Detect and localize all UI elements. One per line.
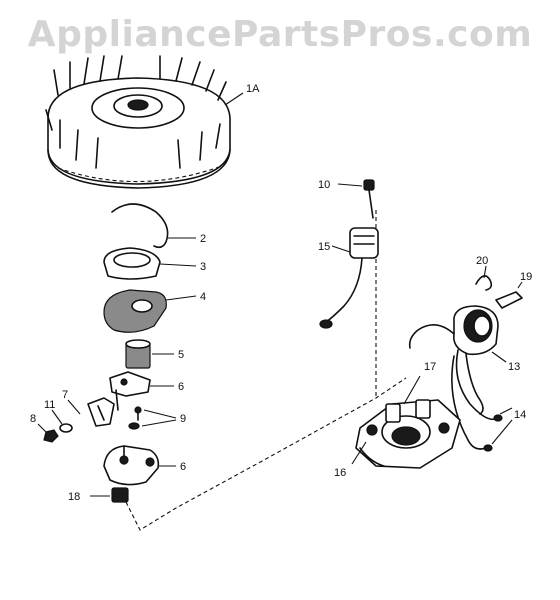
part-19-tab[interactable] (495, 291, 523, 309)
callout-13: 13 (508, 361, 520, 373)
part-6-breaker-arm[interactable] (109, 371, 151, 411)
callout-3: 3 (200, 261, 206, 273)
callout-7: 7 (62, 389, 68, 401)
callout-20: 20 (476, 255, 488, 267)
part-15-condenser[interactable] (319, 227, 379, 329)
callout-6a: 6 (178, 381, 184, 393)
callout-14: 14 (514, 409, 526, 421)
callout-5: 5 (178, 349, 184, 361)
callout-11: 11 (44, 399, 55, 411)
part-9-screws[interactable] (128, 406, 142, 430)
flywheel[interactable] (45, 55, 231, 189)
callout-1A: 1A (246, 83, 260, 95)
part-5-bushing[interactable] (125, 339, 151, 369)
callout-10: 10 (318, 179, 330, 191)
watermark: AppliancePartsPros.com (27, 14, 533, 55)
part-16-stator-base[interactable] (355, 399, 461, 469)
callout-6b: 6 (180, 461, 186, 473)
callout-8: 8 (30, 413, 36, 425)
callout-15: 15 (318, 241, 330, 253)
callout-9: 9 (180, 413, 186, 425)
part-10-screw[interactable] (363, 179, 375, 219)
part-13-coil[interactable] (408, 305, 499, 415)
callout-18: 18 (68, 491, 80, 503)
part-6-point-base[interactable] (103, 445, 160, 486)
part-2-spring-clip[interactable] (111, 203, 169, 249)
callout-16: 16 (334, 467, 346, 479)
callout-17: 17 (424, 361, 436, 373)
part-4-gasket[interactable] (103, 289, 167, 333)
callout-4: 4 (200, 291, 206, 303)
part-20-clip[interactable] (475, 275, 493, 291)
part-7-bracket[interactable] (87, 397, 115, 427)
part-14-leads[interactable] (451, 349, 503, 452)
part-8-nut[interactable] (43, 429, 59, 443)
part-3-cover[interactable] (103, 247, 161, 280)
callout-19: 19 (520, 271, 532, 283)
part-18-clip[interactable] (111, 487, 129, 503)
callout-2: 2 (200, 233, 206, 245)
part-11-washer[interactable] (59, 423, 73, 433)
